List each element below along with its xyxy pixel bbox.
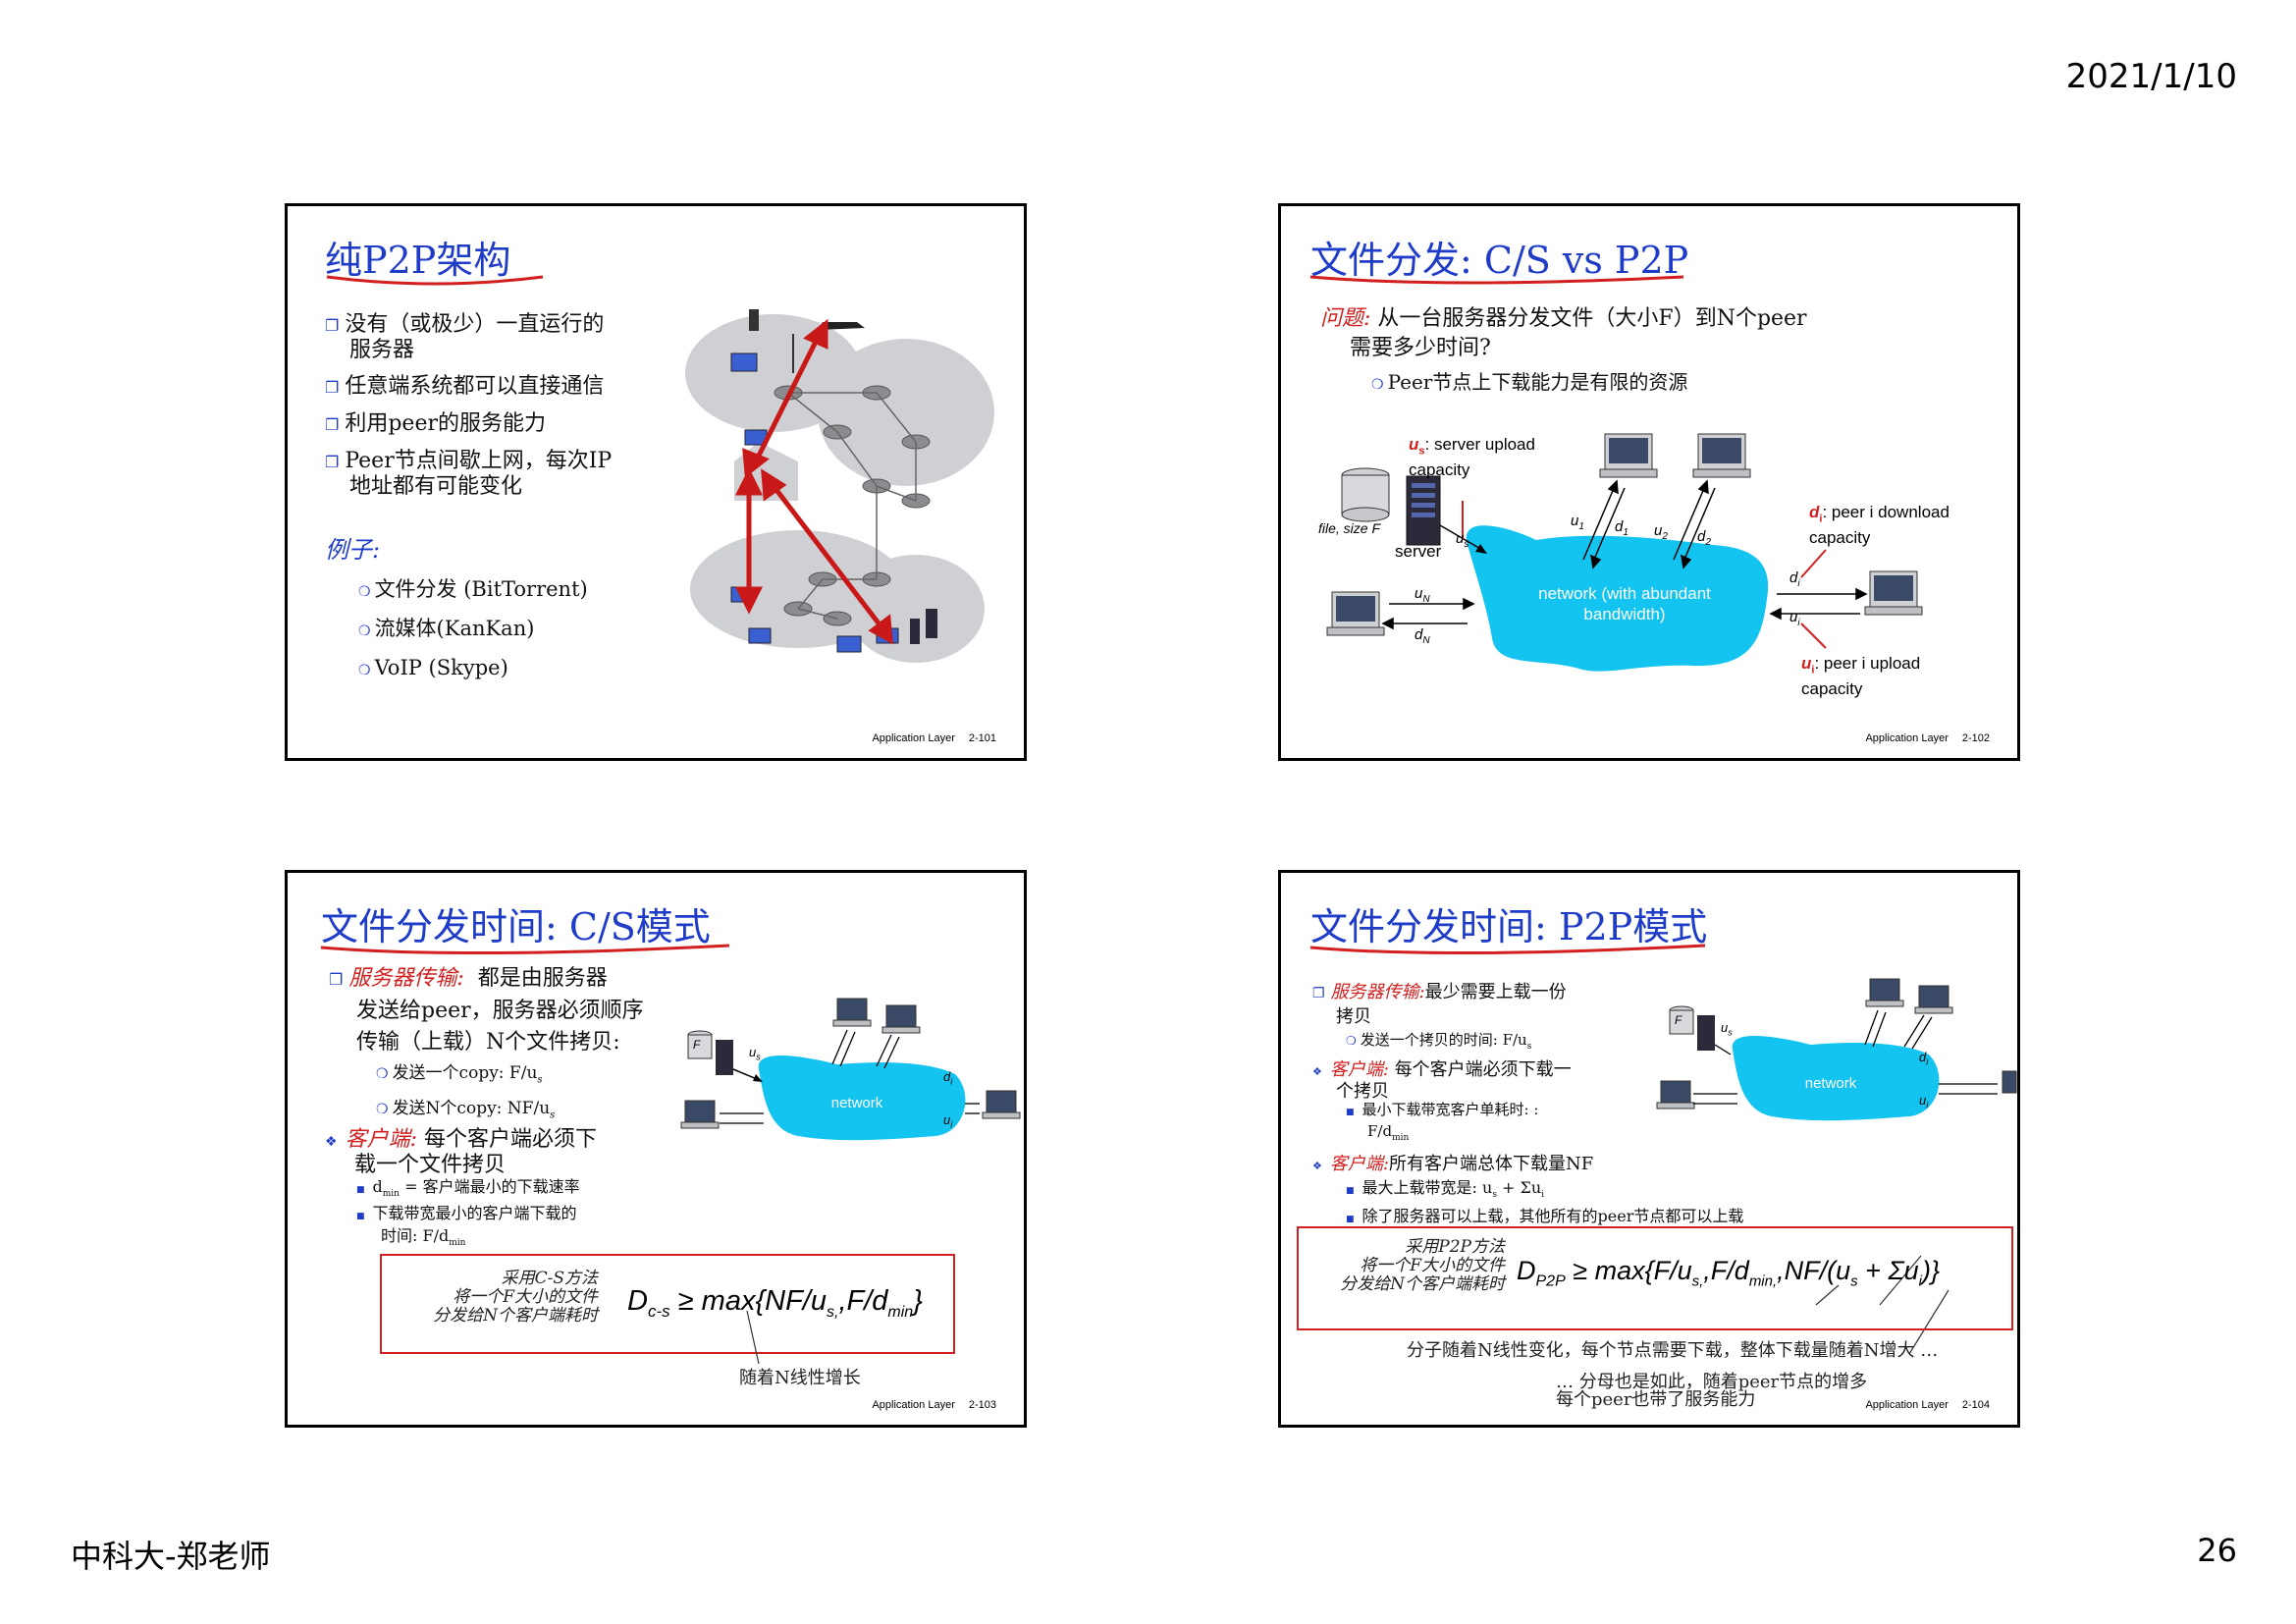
slide-p2p-time: 文件分发时间: P2P模式 us F di ui network ❐服务器传输:… [1278,870,2020,1428]
ui-mark: ui [943,1112,953,1130]
square-small-icon: ■ [356,1212,365,1222]
square-bullet-icon: ❐ [325,316,340,335]
example-item: ❍文件分发 (BitTorrent) [358,577,588,601]
u1-mark: u1 [1571,513,1584,532]
page-date: 2021/1/10 [2065,57,2237,96]
slide-title: 纯P2P架构 [325,239,511,282]
di-mark: di [1919,1050,1929,1067]
circle-bullet-icon: ❍ [376,1066,389,1082]
square-bullet-icon: ❐ [325,378,340,397]
question-label: 问题: [1320,306,1371,331]
network-label: network [1804,1075,1857,1092]
un-mark: uN [1415,585,1430,605]
ui-mark: ui [1919,1093,1929,1110]
peer-computers [1326,433,1923,636]
d1-mark: d1 [1615,518,1629,538]
square-bullet-icon: ❐ [325,415,340,434]
square-bullet-icon: ❐ [329,970,344,989]
bullet-item-cont: 服务器 [349,338,415,362]
slide-title: 文件分发时间: P2P模式 [1310,905,1708,948]
circle-bullet-icon: ❍ [358,623,371,639]
question-text: 从一台服务器分发文件（大小F）到N个peer [1377,306,1807,331]
slide4-graphics [1309,944,2017,1355]
slide-cs-time: 文件分发时间: C/S模式 us F di ui network ❐服务器传输:… [285,870,1027,1428]
circle-bullet-icon: ❍ [358,584,371,600]
square-small-icon: ■ [1346,1215,1355,1225]
d2-mark: d2 [1697,528,1711,548]
square-small-icon: ■ [1346,1108,1355,1117]
circle-bullet-icon: ❍ [1346,1034,1357,1048]
example-item: ❍VoIP (Skype) [358,656,508,679]
diamond-bullet-icon: ❖ [1312,1160,1322,1172]
diamond-bullet-icon: ❖ [325,1134,338,1150]
dn-mark: dN [1415,626,1430,646]
us-annotation: us: server upload capacity [1409,435,1535,480]
sub-bullet: ❍Peer节点上下载能力是有限的资源 [1371,370,1688,394]
annotation-denominator-2: 每个peer也带了服务能力 [1556,1389,1756,1410]
slide-pure-p2p: 纯P2P架构 [285,203,1027,761]
slide-cs-vs-p2p: 文件分发: C/S vs P2P [1278,203,2020,761]
f-mark: F [693,1038,701,1052]
annotation-pointer [746,1310,760,1365]
us-mark: us [1721,1020,1733,1038]
file-label: file, size F [1318,520,1381,536]
annotation-denominator: … 分母也是如此，随着peer节点的增多 [1556,1372,1868,1392]
slide1-graphics [326,275,994,663]
ui-annotation: ui: peer i upload capacity [1801,654,1921,699]
server-block: ❐服务器传输:最少需要上载一份 拷贝 ❍发送一个拷贝的时间: F/us ❖客户端… [1312,982,1744,1226]
formula-p2p: DP2P ≥ max{F/us,,F/dmin,,NF/(us + Σui)} [1517,1256,1941,1290]
server-block: ❐服务器传输: 都是由服务器 发送给peer，服务器必须顺序 传输（上载）N个文… [329,966,644,1121]
server-label: server [1395,542,1442,561]
bullet-item: ❐Peer节点间歇上网，每次IP [325,449,613,473]
slide2-graphics [1309,275,1923,672]
formula-note: 采用P2P方法将一个F大小的文件分发给N个客户端耗时 [1340,1237,1505,1294]
formula-box [1297,1226,2013,1330]
bullet-item-cont: 地址都有可能变化 [349,474,523,499]
client-block: ❖客户端: 每个客户端必须下 载一个文件拷贝 ■dmin = 客户端最小的下载速… [325,1127,597,1249]
di-mark: di [943,1069,953,1087]
bullet-list: ❐没有（或极少）一直运行的 服务器 ❐任意端系统都可以直接通信 ❐利用peer的… [325,312,612,499]
example-label: 例子: [325,536,381,564]
circle-bullet-icon: ❍ [358,663,371,678]
example-list: ❍文件分发 (BitTorrent) ❍流媒体(KanKan) ❍VoIP (S… [358,571,588,689]
u2-mark: u2 [1654,522,1668,542]
bullet-item: ❐利用peer的服务能力 [325,411,546,436]
square-small-icon: ■ [356,1185,365,1195]
question-block: 问题: 从一台服务器分发文件（大小F）到N个peer 需要多少时间? ❍Peer… [1320,304,1807,400]
example-item: ❍流媒体(KanKan) [358,617,535,640]
diamond-bullet-icon: ❖ [1312,1065,1322,1078]
circle-bullet-icon: ❍ [1371,377,1384,393]
formula-note: 采用C-S方法将一个F大小的文件分发给N个客户端耗时 [433,1269,598,1326]
di-mark: di [1789,569,1800,589]
question-text-cont: 需要多少时间? [1350,336,1491,360]
formula-box [380,1254,955,1354]
circle-bullet-icon: ❍ [376,1102,389,1118]
annotation-linear: 随着N线性增长 [739,1368,861,1388]
network-label: network [830,1095,883,1111]
di-annotation: di: peer i download capacity [1809,503,1949,548]
author-label: 中科大-郑老师 [71,1538,271,1575]
us-mark: us [749,1045,761,1062]
slide3-graphics [320,944,1021,1141]
formula-cs: Dc-s ≥ max{NF/us,,F/dmin} [627,1285,923,1321]
f-mark: F [1675,1013,1682,1027]
slide-title: 文件分发时间: C/S模式 [321,905,711,948]
bullet-item: ❐任意端系统都可以直接通信 [325,374,605,399]
bullet-item: ❐没有（或极少）一直运行的 [325,312,605,337]
square-bullet-icon: ❐ [325,453,340,471]
square-small-icon: ■ [1346,1186,1355,1196]
slide-title: 文件分发: C/S vs P2P [1310,239,1689,282]
us-mark: us [1456,530,1469,550]
ui-mark: ui [1789,609,1800,628]
square-bullet-icon: ❐ [1312,986,1325,1001]
page-number: 26 [2197,1532,2237,1569]
annotation-numerator: 分子随着N线性变化，每个节点需要下载，整体下载量随着N增大 … [1407,1340,1939,1361]
